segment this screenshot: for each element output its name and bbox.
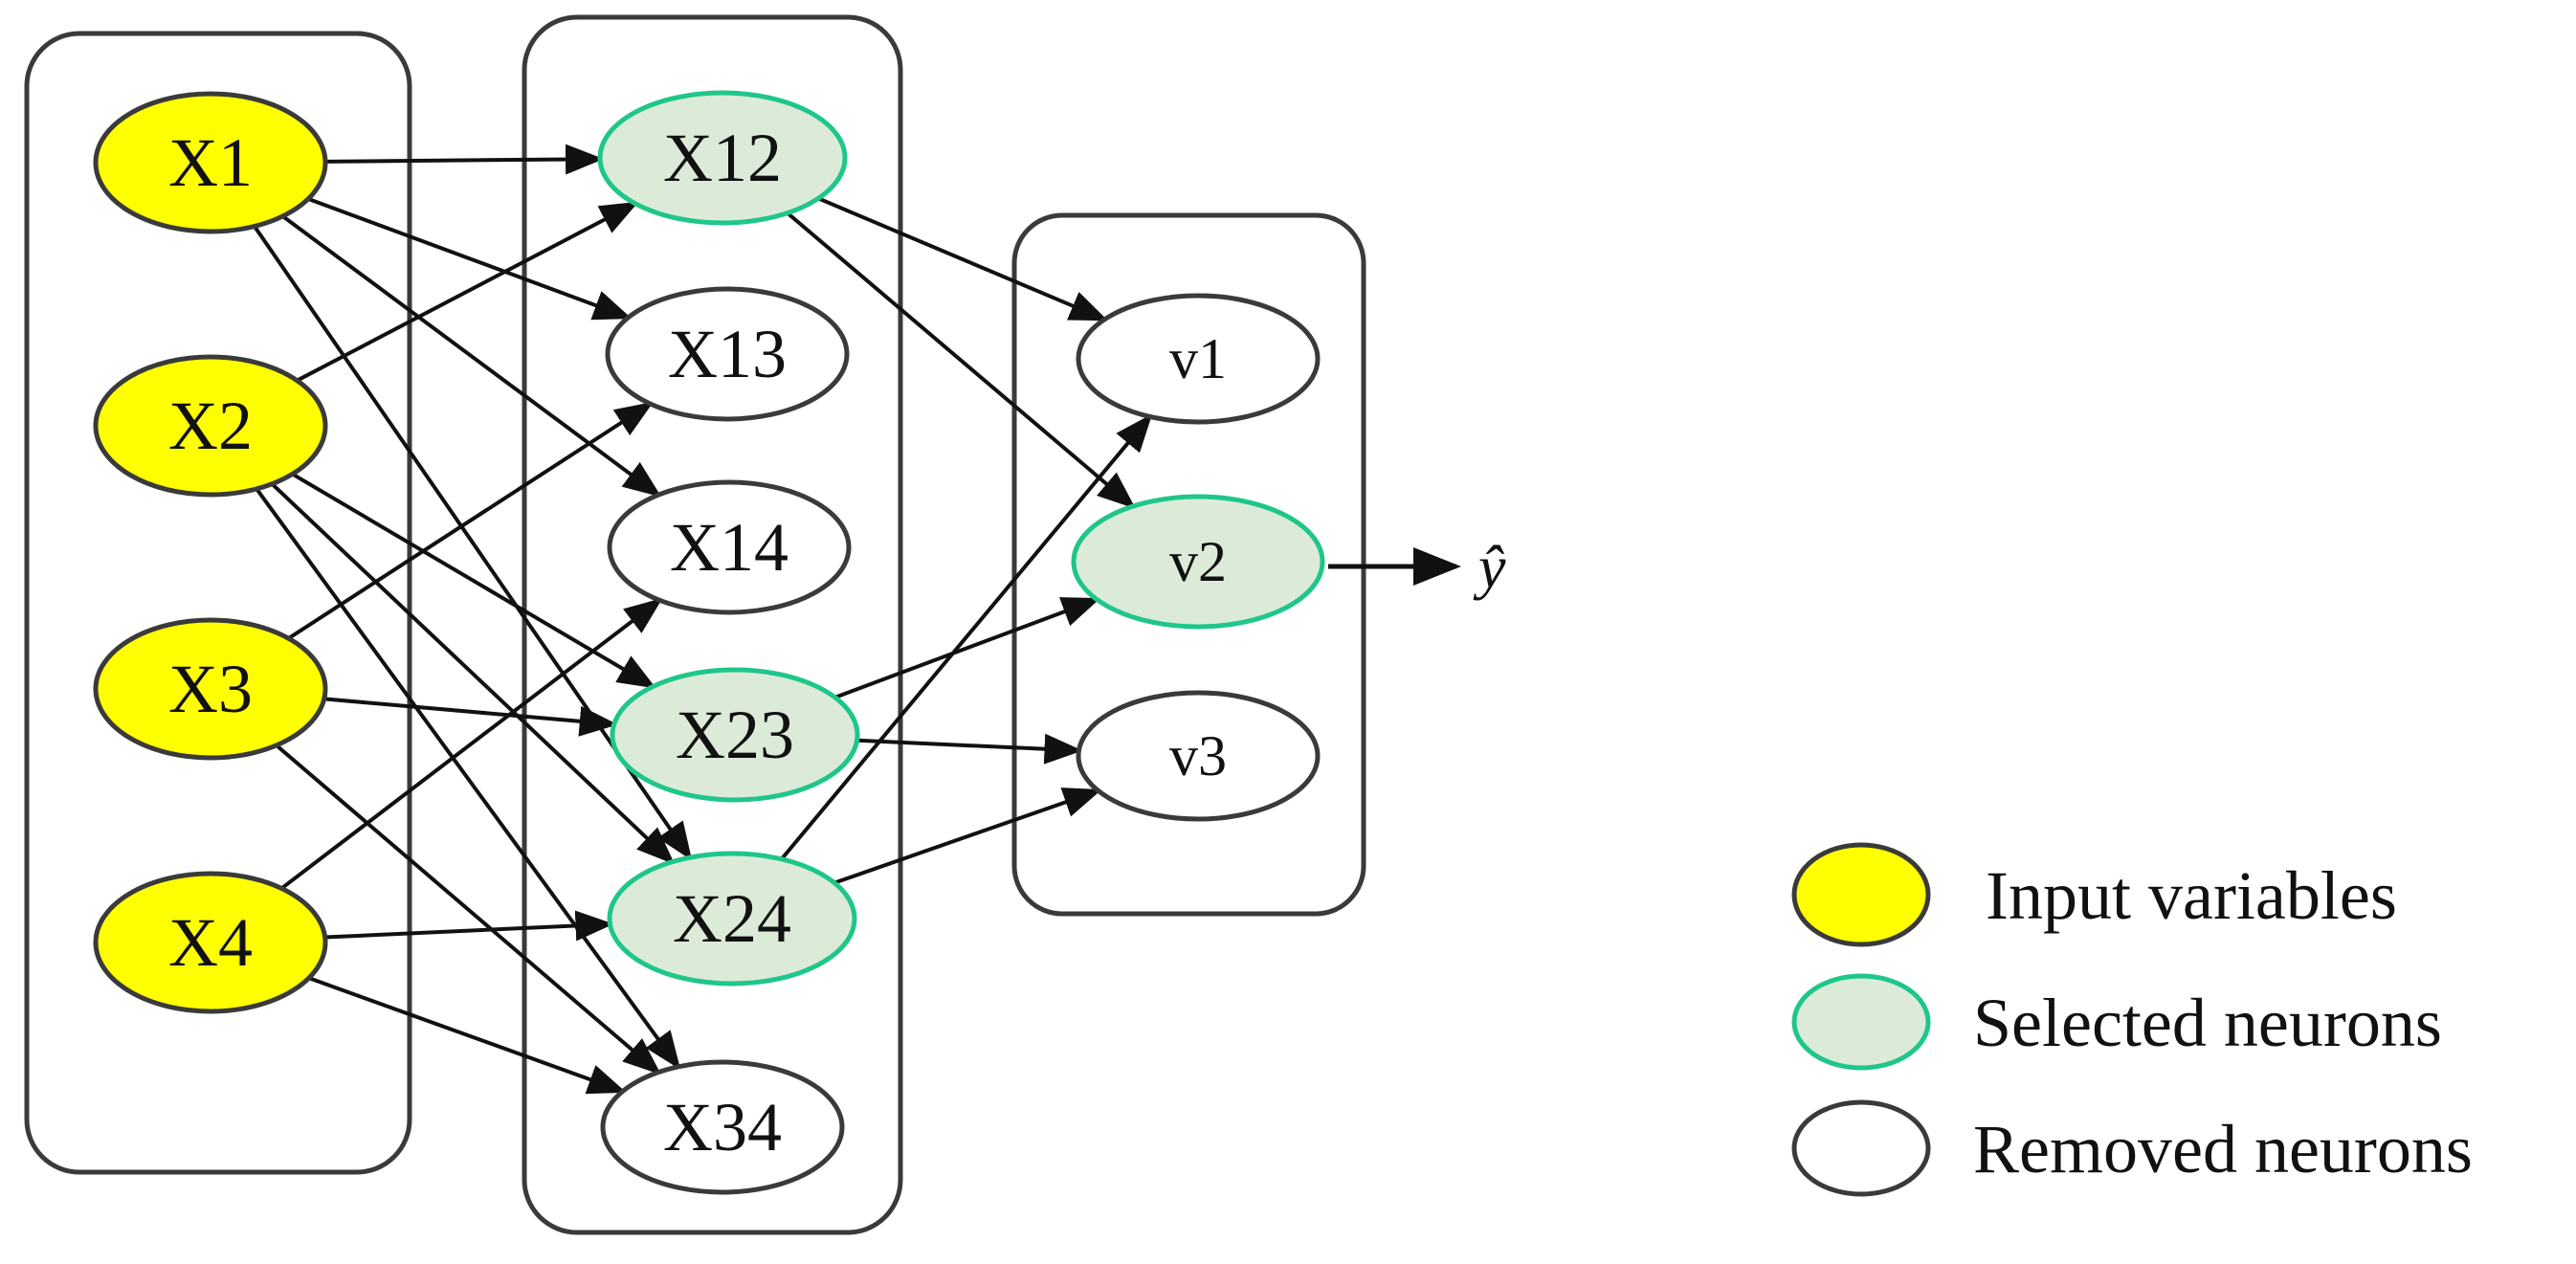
node-X24: X24 [607,851,857,987]
edge-X2-X34 [255,487,681,1071]
node-X14-ellipse [607,479,852,615]
output-label: ŷ [1473,533,1506,601]
edge-X2-X23 [291,472,656,689]
node-v1: v1 [1076,293,1321,425]
node-X23-ellipse [610,667,860,803]
node-v3: v3 [1076,690,1321,822]
edge-X12-v2 [786,211,1136,509]
node-X14-label: X14 [670,509,788,586]
node-X34: X34 [600,1059,845,1195]
node-X2: X2 [93,354,328,498]
node-X2-ellipse [93,354,328,498]
legend-removed-swatch [1791,1099,1931,1197]
edge-X12-v1 [817,196,1109,322]
edge-X24-v1 [780,413,1153,861]
edges-group [253,144,1153,1095]
node-X3: X3 [93,617,328,761]
legend-input-swatch [1791,842,1931,947]
node-X34-label: X34 [663,1089,782,1165]
edge-X1-X12 [324,144,605,175]
node-X12-ellipse [597,90,848,226]
node-X13: X13 [605,286,850,422]
hidden-layer-box [522,14,903,1235]
edge-X2-X12 [296,201,639,383]
edge-X23-v2 [833,597,1100,699]
edge-X4-X24 [324,910,614,942]
node-X14: X14 [607,479,852,615]
node-v1-label: v1 [1169,327,1227,390]
node-X24-ellipse [607,851,857,987]
node-v3-ellipse [1076,690,1321,822]
node-v2-ellipse [1071,494,1325,630]
node-X13-ellipse [605,286,850,422]
edge-X1-X13 [307,196,633,321]
node-v3-label: v3 [1169,724,1227,787]
node-X1-ellipse [93,91,328,234]
node-X3-label: X3 [168,651,253,727]
node-X3-ellipse [93,617,328,761]
node-X24-label: X24 [673,880,791,957]
edge-X23-v3 [856,733,1083,765]
node-X2-label: X2 [168,388,253,464]
node-v2: v2 [1071,494,1325,630]
node-X23: X23 [610,667,860,803]
legend-selected-swatch [1791,973,1931,1071]
node-v2-label: v2 [1169,530,1227,593]
edge-X24-v3 [833,787,1102,885]
node-X4-label: X4 [168,904,253,981]
edge-X4-X34 [308,976,627,1095]
edge-X2-X24 [270,482,676,865]
edge-X3-X23 [323,697,618,737]
node-X1-label: X1 [168,124,253,201]
node-X13-label: X13 [668,316,787,392]
node-X4-ellipse [93,871,328,1014]
node-X12-label: X12 [663,120,782,196]
node-X4: X4 [93,871,328,1014]
node-v1-ellipse [1076,293,1321,425]
node-X34-ellipse [600,1059,845,1195]
legend-input-label: Input variables [1986,857,2397,934]
legend: Input variables Selected neurons Removed… [1791,842,2473,1197]
legend-removed-label: Removed neurons [1973,1111,2473,1187]
node-X23-label: X23 [676,697,794,773]
edge-X4-X14 [280,597,663,891]
edge-X1-X14 [281,214,662,498]
edge-X3-X34 [275,743,661,1076]
node-X1: X1 [93,91,328,234]
legend-selected-label: Selected neurons [1973,985,2442,1061]
edge-X3-X13 [287,401,654,640]
input-layer-box [24,31,412,1175]
node-X12: X12 [597,90,848,226]
